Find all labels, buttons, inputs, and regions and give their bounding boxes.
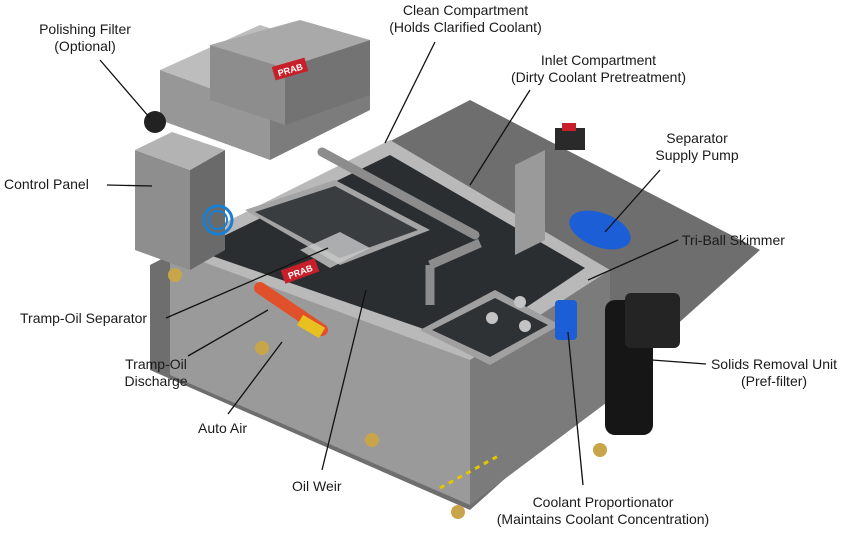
label-coolant-proportionator: Coolant Proportionator (Maintains Coolan… (478, 494, 728, 528)
label-tri-ball-skimmer: Tri-Ball Skimmer (682, 232, 785, 249)
leader-control-panel (106, 184, 153, 187)
label-solids-removal-unit: Solids Removal Unit (Pref-filter) (703, 356, 845, 390)
drum-box-side (285, 40, 370, 125)
inlet-compartment-inside (432, 298, 548, 357)
label-inlet-compartment: Inlet Compartment (Dirty Coolant Pretrea… (496, 52, 701, 86)
control-panel-front (135, 150, 190, 270)
brass-fitting-2 (255, 341, 269, 355)
label-oil-weir-title: Oil Weir (292, 478, 342, 494)
label-auto-air: Auto Air (198, 420, 247, 437)
label-tramp-oil-separator-title: Tramp-Oil Separator (20, 310, 148, 326)
label-coolant-proportionator-title: Coolant Proportionator (532, 494, 674, 510)
brass-fitting-3 (365, 433, 379, 447)
pipe-elbow (428, 238, 482, 270)
skimmer-ball-1 (486, 312, 498, 324)
tank-front-face (170, 250, 470, 505)
leader-separator-pump (604, 169, 661, 233)
label-auto-air-title: Auto Air (198, 420, 248, 436)
control-panel-top (135, 132, 225, 170)
brass-fitting-4 (451, 505, 465, 519)
hazard-edge (439, 453, 501, 490)
label-tramp-oil-discharge-line1: Tramp-Oil (125, 356, 187, 372)
leader-oil-weir (321, 289, 367, 471)
label-inlet-compartment-note: (Dirty Coolant Pretreatment) (510, 69, 687, 85)
prab-logo-badge (271, 57, 309, 81)
label-clean-compartment: Clean Compartment (Holds Clarified Coola… (378, 2, 553, 36)
leader-lines (99, 41, 707, 486)
label-control-panel-title: Control Panel (4, 176, 89, 192)
solids-removal-unit-cap (625, 293, 680, 348)
label-polishing-filter-title: Polishing Filter (39, 21, 131, 37)
label-separator-supply-pump-line2: Supply Pump (655, 147, 739, 163)
supply-pump-valve (555, 128, 585, 150)
leader-coolant-proportionator (567, 331, 584, 486)
drum-box-front (210, 45, 285, 125)
coolant-proportionator-body (555, 300, 577, 340)
pipe-top (317, 147, 480, 240)
leader-polishing-filter (99, 59, 151, 119)
label-control-panel: Control Panel (4, 176, 89, 193)
label-inlet-compartment-title: Inlet Compartment (540, 52, 657, 68)
label-coolant-proportionator-note: (Maintains Coolant Concentration) (496, 511, 710, 527)
leader-tri-ball-skimmer (587, 239, 679, 281)
label-oil-weir: Oil Weir (292, 478, 342, 495)
filter-housing-front (160, 70, 270, 160)
label-clean-compartment-note: (Holds Clarified Coolant) (389, 19, 542, 35)
label-separator-supply-pump-line1: Separator (666, 130, 728, 146)
supply-pump-stand (515, 150, 545, 255)
label-solids-removal-unit-note: (Pref-filter) (740, 373, 808, 389)
label-tramp-oil-separator: Tramp-Oil Separator (20, 310, 147, 327)
label-polishing-filter-note: (Optional) (54, 38, 116, 54)
drum-box-top (210, 20, 370, 68)
leader-clean-compartment (384, 41, 436, 144)
brass-fitting-5 (593, 443, 607, 457)
leader-tramp-oil-discharge (187, 309, 269, 357)
label-solids-removal-unit-title: Solids Removal Unit (710, 356, 838, 372)
clean-compartment-inside (255, 186, 418, 258)
leader-auto-air (227, 341, 283, 415)
label-tramp-oil-discharge-line2: Discharge (124, 373, 188, 389)
label-clean-compartment-title: Clean Compartment (402, 2, 529, 18)
skimmer-ball-2 (514, 296, 526, 308)
label-polishing-filter: Polishing Filter (Optional) (26, 21, 144, 55)
label-separator-supply-pump: Separator Supply Pump (642, 130, 752, 164)
label-tri-ball-skimmer-title: Tri-Ball Skimmer (682, 232, 785, 248)
leader-solids-removal (651, 359, 707, 365)
air-hose-coil (202, 204, 234, 236)
brass-fitting-1 (168, 268, 182, 282)
leader-inlet-compartment (469, 89, 531, 186)
mesh-basket (300, 232, 370, 268)
leader-tramp-oil-separator (165, 247, 329, 319)
label-tramp-oil-discharge: Tramp-Oil Discharge (112, 356, 200, 390)
skimmer-ball-3 (519, 320, 531, 332)
prab-tank-badge (280, 258, 320, 284)
